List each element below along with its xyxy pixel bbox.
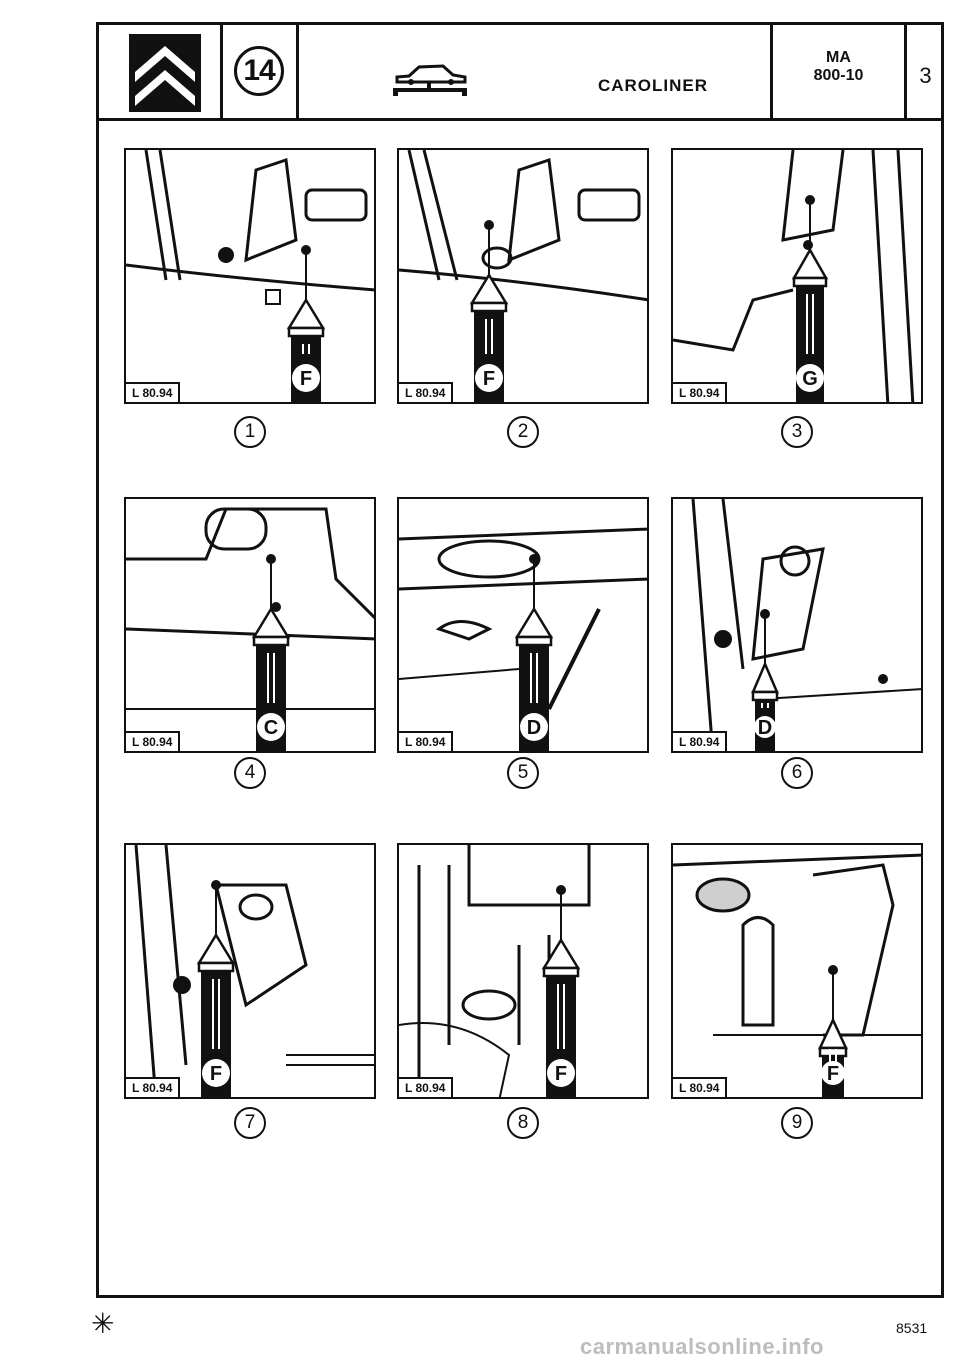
tool-letter: F — [483, 368, 495, 390]
tool-letter: G — [802, 368, 818, 390]
page-cell: 3 — [907, 25, 944, 118]
model-title: CAROLINER — [597, 76, 708, 95]
tool-reference: L 80.94 — [673, 1077, 728, 1097]
bodywork-illustration: F — [134, 845, 374, 1097]
step-number: 7 — [234, 1107, 266, 1139]
tool-reference: L 80.94 — [399, 731, 454, 751]
bodywork-illustration: F — [673, 853, 921, 1097]
tool-reference: L 80.94 — [126, 1077, 181, 1097]
tool-reference: L 80.94 — [126, 731, 181, 751]
step-number: 2 — [507, 416, 539, 448]
car-on-bench-icon — [393, 64, 467, 96]
tool-letter: D — [758, 717, 772, 739]
tool-letter: F — [300, 368, 312, 390]
tool-letter: F — [555, 1063, 567, 1085]
illustration-panel-9: F L 80.94 — [671, 843, 923, 1099]
illustration-panel-6: D L 80.94 — [671, 497, 923, 753]
tool-letter: C — [264, 717, 278, 739]
step-number: 3 — [781, 416, 813, 448]
ref-cell: MA 800-10 — [773, 25, 907, 118]
illustration-panel-4: C L 80.94 — [124, 497, 376, 753]
step-number: 4 — [234, 757, 266, 789]
tool-reference: L 80.94 — [673, 731, 728, 751]
page-header: 14 CAROLINER MA 800-10 3 — [99, 25, 941, 121]
tool-letter: D — [527, 717, 541, 739]
chapter-number: 14 — [234, 46, 284, 96]
chapter-cell: 14 — [223, 25, 299, 118]
bodywork-illustration: D — [691, 499, 921, 751]
bodywork-illustration: D — [399, 527, 647, 751]
manual-sheet: 14 CAROLINER MA 800-10 3 — [96, 22, 944, 1298]
footer-code: 8531 — [896, 1320, 928, 1336]
tool-reference: L 80.94 — [399, 1077, 454, 1097]
logo-cell — [99, 25, 223, 118]
watermark: carmanualsonline.info — [580, 1334, 824, 1359]
illustration-panel-7: F L 80.94 — [124, 843, 376, 1099]
step-number: 8 — [507, 1107, 539, 1139]
bodywork-illustration: F — [126, 150, 374, 402]
illustration-panel-2: F L 80.94 — [397, 148, 649, 404]
step-number: 6 — [781, 757, 813, 789]
bodywork-illustration: F — [399, 150, 647, 402]
step-number: 5 — [507, 757, 539, 789]
tool-reference: L 80.94 — [126, 382, 181, 402]
illustration-panel-5: D L 80.94 — [397, 497, 649, 753]
page-number: 3 — [919, 63, 932, 88]
bodywork-illustration: G — [673, 150, 915, 402]
title-cell: CAROLINER — [299, 25, 773, 118]
bodywork-illustration: C — [126, 507, 374, 751]
double-chevron-logo-icon — [129, 34, 201, 112]
step-number: 1 — [234, 416, 266, 448]
ref-line-1: MA — [826, 49, 851, 66]
tool-letter: F — [210, 1063, 222, 1085]
illustration-panel-8: F L 80.94 — [397, 843, 649, 1099]
footer-mark: ✳ — [91, 1308, 115, 1339]
manual-reference: MA 800-10 — [773, 49, 904, 85]
illustration-panel-3: G L 80.94 — [671, 148, 923, 404]
tool-letter: F — [827, 1063, 839, 1085]
bodywork-illustration: F — [399, 845, 591, 1097]
ref-line-2: 800-10 — [813, 67, 864, 84]
tool-reference: L 80.94 — [673, 382, 728, 402]
tool-reference: L 80.94 — [399, 382, 454, 402]
step-number: 9 — [781, 1107, 813, 1139]
illustration-panel-1: F L 80.94 — [124, 148, 376, 404]
